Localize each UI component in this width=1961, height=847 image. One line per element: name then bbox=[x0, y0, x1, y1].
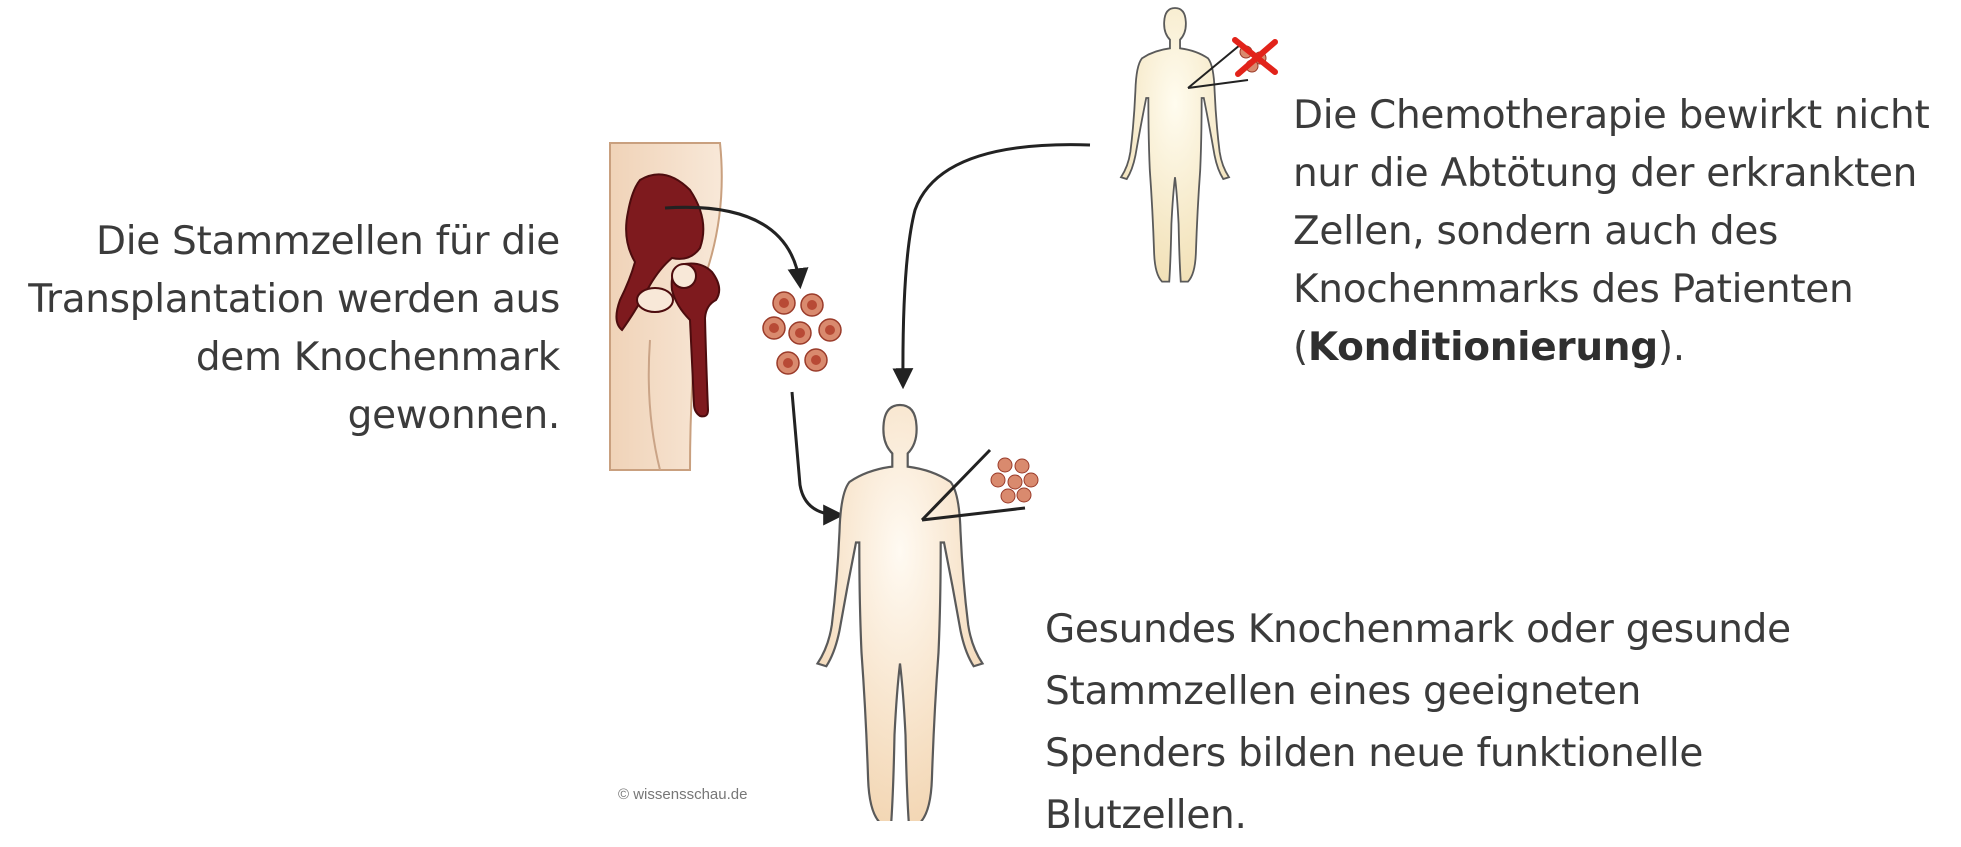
transplant-diagram bbox=[0, 0, 1961, 821]
harvested-stem-cells bbox=[763, 292, 841, 374]
arrow-chemo-to-patient bbox=[903, 145, 1090, 385]
patient-after-figure bbox=[818, 405, 983, 821]
hip-bone-panel bbox=[610, 143, 722, 470]
patient-before-figure bbox=[1121, 8, 1229, 282]
copyright-credit: © wissensschau.de bbox=[618, 786, 747, 803]
arrow-cells-to-patient bbox=[792, 392, 840, 515]
